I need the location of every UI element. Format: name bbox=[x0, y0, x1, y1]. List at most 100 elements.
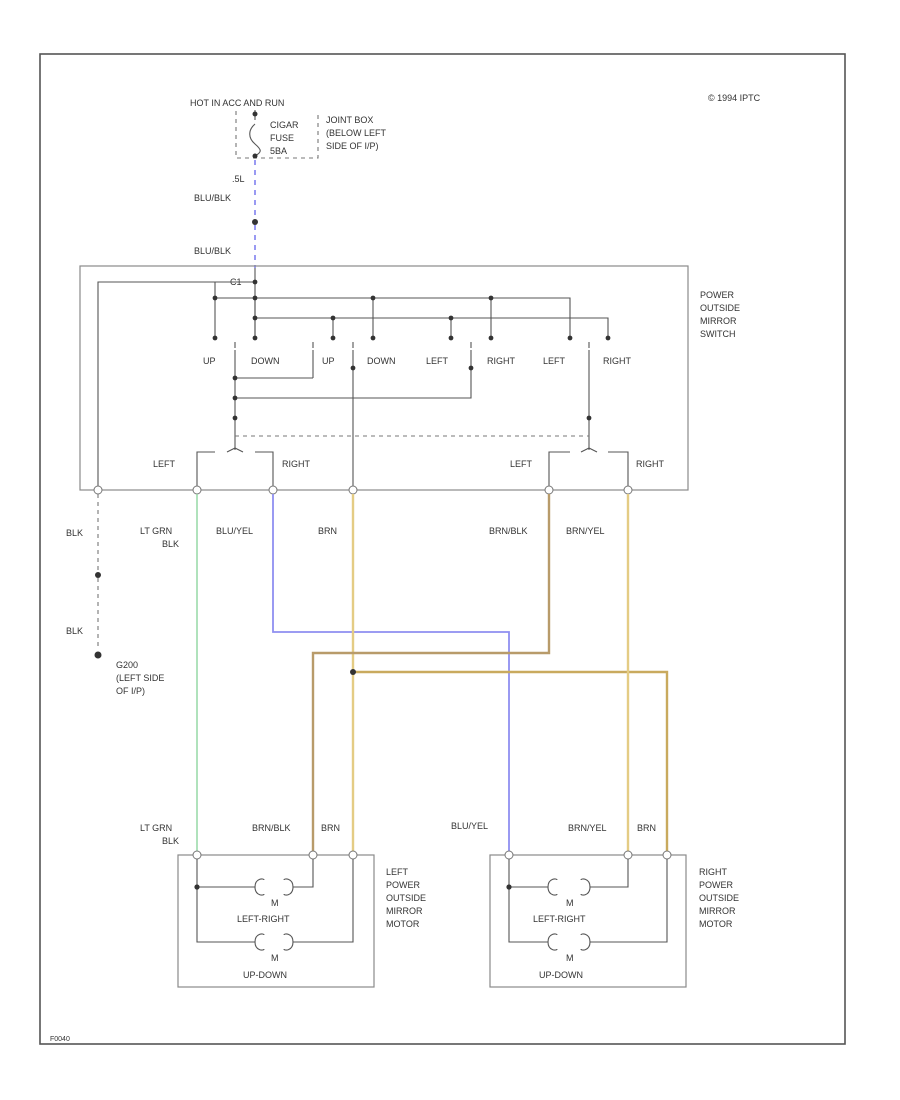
selector-right bbox=[548, 447, 629, 488]
wire-label-bluyel-bottom: BLU/YEL bbox=[451, 821, 488, 831]
wire-label-brn-top: BRN bbox=[318, 526, 337, 536]
terminal bbox=[623, 485, 633, 495]
contact-top bbox=[567, 335, 573, 341]
selector-left bbox=[196, 447, 274, 488]
wire-label-ltgrn-bottom-2: BLK bbox=[162, 836, 179, 846]
right-motor-m2: M bbox=[566, 953, 574, 963]
contact-label-left-2: LEFT bbox=[543, 356, 566, 366]
contact-label-right-2: RIGHT bbox=[603, 356, 632, 366]
copyright-text: © 1994 IPTC bbox=[708, 93, 761, 103]
junction-dot bbox=[370, 295, 376, 301]
node bbox=[232, 375, 238, 381]
power-mirror-switch-box bbox=[79, 265, 689, 491]
hot-label: HOT IN ACC AND RUN bbox=[190, 98, 284, 108]
bus-lower bbox=[255, 317, 609, 338]
terminal bbox=[662, 850, 672, 860]
contact-top bbox=[488, 335, 494, 341]
joint-box-label-1: JOINT BOX bbox=[326, 115, 373, 125]
left-ud-motor-symbol bbox=[254, 933, 294, 951]
fuse-symbol bbox=[249, 123, 261, 157]
left-motor-label-1: LEFT-RIGHT bbox=[237, 914, 290, 924]
right-motor-title-5: MOTOR bbox=[699, 919, 733, 929]
right-motor-wiring bbox=[508, 859, 668, 943]
feed-connector bbox=[252, 219, 258, 225]
left-motor-title-3: OUTSIDE bbox=[386, 893, 426, 903]
contact-label-up-1: UP bbox=[203, 356, 216, 366]
feed-wire-label-2: BLU/BLK bbox=[194, 246, 231, 256]
junction-dot bbox=[252, 279, 258, 285]
junction-dot bbox=[212, 295, 218, 301]
ground-label-2: (LEFT SIDE bbox=[116, 673, 164, 683]
ground-connector bbox=[95, 572, 101, 578]
terminal bbox=[192, 850, 202, 860]
node bbox=[232, 415, 238, 421]
terminal bbox=[93, 485, 103, 495]
wire-label-ltgrn-top-1: LT GRN bbox=[140, 526, 172, 536]
junction-dot bbox=[252, 295, 258, 301]
right-mirror-motor-box bbox=[489, 854, 687, 988]
contact-top bbox=[252, 335, 258, 341]
terminal bbox=[348, 850, 358, 860]
wire-label-brnblk-top: BRN/BLK bbox=[489, 526, 528, 536]
right-motor-title-4: MIRROR bbox=[699, 906, 736, 916]
diagram-code: F0040 bbox=[50, 1036, 70, 1043]
contact-label-left-1: LEFT bbox=[426, 356, 449, 366]
fuse-label-3: 5BA bbox=[270, 146, 287, 156]
left-motor-m2: M bbox=[271, 953, 279, 963]
wire-label-brnyel-bottom: BRN/YEL bbox=[568, 823, 607, 833]
joint-box-label-2: (BELOW LEFT bbox=[326, 128, 387, 138]
contact-label-down-2: DOWN bbox=[367, 356, 396, 366]
joint-box-outline bbox=[235, 111, 319, 159]
right-motor-title-1: RIGHT bbox=[699, 867, 728, 877]
fuse-terminal-top bbox=[252, 111, 258, 117]
left-mirror-motor-box bbox=[177, 854, 375, 988]
wire-label-ltgrn-bottom-1: LT GRN bbox=[140, 823, 172, 833]
left-motor-m1: M bbox=[271, 898, 279, 908]
terminal bbox=[544, 485, 554, 495]
wire-label-brnyel-top: BRN/YEL bbox=[566, 526, 605, 536]
ground-label-1: G200 bbox=[116, 660, 138, 670]
ground-point bbox=[94, 651, 102, 659]
junction-dot bbox=[330, 315, 336, 321]
bus-junction-dots bbox=[212, 279, 611, 341]
wire-label-ltgrn-top-2: BLK bbox=[162, 539, 179, 549]
right-ud-motor-symbol bbox=[547, 933, 591, 951]
left-motor-node bbox=[194, 884, 200, 890]
right-motor-label-1: LEFT-RIGHT bbox=[533, 914, 586, 924]
splice-dot bbox=[350, 669, 356, 675]
switch-title-2: OUTSIDE bbox=[700, 303, 740, 313]
node bbox=[350, 365, 356, 371]
terminal bbox=[623, 850, 633, 860]
left-motor-title-4: MIRROR bbox=[386, 906, 423, 916]
brn-wire-right bbox=[353, 670, 669, 852]
ground-bus bbox=[97, 281, 255, 488]
contact-top bbox=[605, 335, 611, 341]
right-motor-title-3: OUTSIDE bbox=[699, 893, 739, 903]
node bbox=[468, 365, 474, 371]
left-motor-title-1: LEFT bbox=[386, 867, 409, 877]
selector-left-label-left: LEFT bbox=[153, 459, 176, 469]
junction-dot bbox=[252, 315, 258, 321]
junction-dot bbox=[448, 315, 454, 321]
right-motor-m1: M bbox=[566, 898, 574, 908]
wire-label-brn-bottom-left: BRN bbox=[321, 823, 340, 833]
fuse-terminal-bottom bbox=[252, 153, 258, 159]
gauge-label: .5L bbox=[232, 174, 245, 184]
contact-label-up-2: UP bbox=[322, 356, 335, 366]
wire-label-bluyel-top: BLU/YEL bbox=[216, 526, 253, 536]
switch-blades bbox=[234, 342, 590, 348]
selector-right-label-left: LEFT bbox=[510, 459, 533, 469]
left-motor-title-5: MOTOR bbox=[386, 919, 420, 929]
left-motor-title-2: POWER bbox=[386, 880, 421, 890]
selector-right-label-right: RIGHT bbox=[636, 459, 665, 469]
node bbox=[586, 415, 592, 421]
feed-wire-label-1: BLU/BLK bbox=[194, 193, 231, 203]
right-motor-node bbox=[506, 884, 512, 890]
junction-dot bbox=[488, 295, 494, 301]
terminal bbox=[348, 485, 358, 495]
right-motor-label-2: UP-DOWN bbox=[539, 970, 583, 980]
fuse-label-1: CIGAR bbox=[270, 120, 299, 130]
left-motor-label-2: UP-DOWN bbox=[243, 970, 287, 980]
left-motor-wiring bbox=[196, 859, 354, 943]
wire-label-blk-top: BLK bbox=[66, 528, 83, 538]
